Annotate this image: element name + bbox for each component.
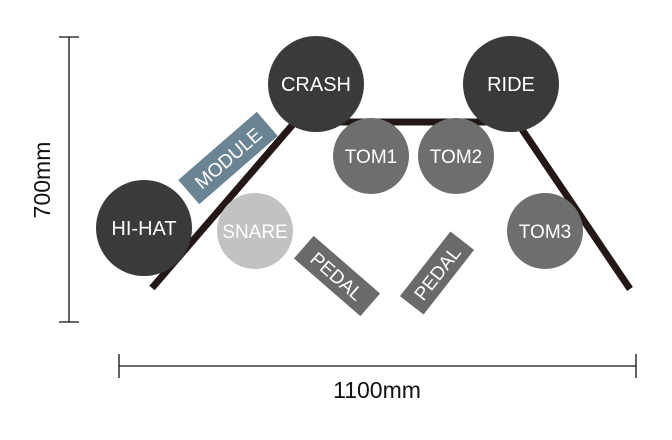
tom3-label: TOM3	[519, 222, 571, 243]
crash: CRASH	[268, 36, 364, 132]
crash-label: CRASH	[281, 74, 351, 96]
pedal-left: PEDAL	[293, 235, 381, 317]
width-label: 1100mm	[333, 377, 421, 403]
tom1-label: TOM1	[345, 147, 397, 168]
snare-label: SNARE	[222, 222, 287, 243]
hihat-label: HI-HAT	[111, 218, 176, 240]
tom1: TOM1	[333, 118, 409, 194]
width-dimension	[118, 354, 637, 378]
ride: RIDE	[463, 36, 559, 132]
ride-label: RIDE	[487, 74, 535, 96]
height-dimension	[59, 36, 79, 323]
pedal-right: PEDAL	[399, 231, 475, 315]
rack-frame	[149, 118, 633, 291]
snare: SNARE	[217, 193, 293, 269]
tom2-label: TOM2	[430, 147, 482, 168]
hihat: HI-HAT	[96, 180, 192, 276]
height-label: 700mm	[29, 142, 55, 219]
tom3: TOM3	[507, 193, 583, 269]
tom2: TOM2	[418, 118, 494, 194]
